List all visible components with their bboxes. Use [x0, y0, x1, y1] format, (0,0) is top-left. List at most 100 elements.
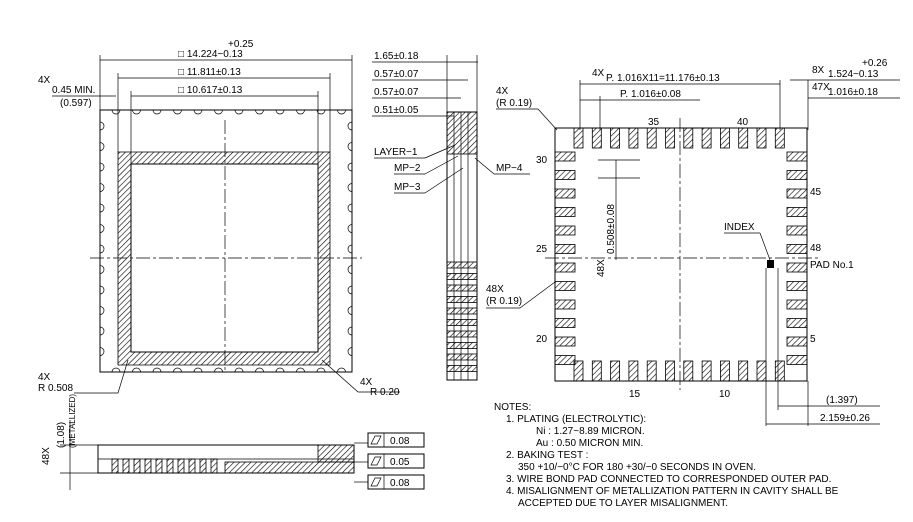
- bottom-pad: [786, 207, 808, 217]
- castellation: [347, 347, 353, 356]
- side-pad: [446, 261, 478, 269]
- castellation: [347, 203, 353, 213]
- castellation-min: 0.45 MIN.: [52, 85, 95, 96]
- bottom-pad: [646, 360, 657, 382]
- section-pad: [155, 458, 163, 474]
- castellation: [316, 109, 326, 115]
- svg-text:0.05: 0.05: [390, 457, 410, 468]
- side-pad: [446, 296, 478, 303]
- bottom-pad: [554, 225, 576, 236]
- bottom-pad: [786, 188, 808, 199]
- flatness-frame-a: 0.08: [367, 432, 425, 448]
- pin-15: 15: [629, 389, 641, 400]
- label-mp3: MP−3: [394, 182, 421, 193]
- bottom-pad: [701, 360, 712, 382]
- castellation: [99, 224, 105, 233]
- pitch-single: P. 1.016±0.08: [620, 89, 681, 100]
- castellation: [99, 244, 105, 254]
- bottom-pad: [786, 170, 808, 180]
- castellation: [173, 109, 182, 115]
- side-view: 1.65±0.18 0.57±0.07 0.57±0.07 0.51±0.05 …: [372, 51, 530, 381]
- side-pad: [446, 330, 478, 338]
- bottom-pad: [554, 207, 576, 217]
- notes-title: NOTES:: [494, 402, 531, 413]
- castellation: [275, 367, 285, 373]
- index-label: INDEX: [724, 222, 755, 233]
- castellation: [347, 285, 353, 295]
- top-view-castellations: [99, 109, 353, 373]
- bottom-pad: [554, 262, 576, 273]
- pin-45: 45: [810, 187, 822, 198]
- bottom-pad: [554, 318, 576, 328]
- flatness-frame-c: 0.08: [367, 474, 425, 490]
- castellation: [234, 367, 244, 373]
- castellation: [214, 367, 223, 373]
- dim-overall: □ 14.224−0.13: [178, 49, 243, 60]
- castellation: [337, 109, 346, 115]
- corner-r: (R 0.19): [496, 98, 532, 109]
- castellation: [99, 265, 105, 274]
- bottom-pad: [756, 127, 767, 149]
- pad-r: (R 0.19): [486, 296, 522, 307]
- bottom-pad: [683, 127, 694, 149]
- castellation: [152, 367, 162, 373]
- dim-layer-c: 0.51±0.05: [374, 105, 419, 116]
- castellation: [132, 109, 141, 115]
- section-metallized: (METALLIZED): [68, 394, 77, 448]
- dim-overall-tol: +0.25: [228, 39, 254, 50]
- pin-10: 10: [719, 389, 731, 400]
- castellation: [347, 326, 353, 336]
- bottom-pad: [628, 360, 639, 382]
- pin-30: 30: [536, 155, 548, 166]
- svg-text:0.08: 0.08: [390, 478, 410, 489]
- bottom-pad: [554, 244, 576, 254]
- pad-width: 1.524−0.13: [828, 69, 879, 80]
- pad-width-count: 8X: [812, 65, 825, 76]
- bottom-pad: [786, 355, 808, 365]
- side-view-pads: [446, 261, 478, 372]
- bottom-pad: [628, 127, 639, 149]
- side-pad: [446, 307, 478, 315]
- castellation: [99, 203, 105, 213]
- note-1b: Au : 0.50 MICRON MIN.: [536, 438, 643, 449]
- bottom-view-pads: [554, 127, 808, 382]
- castellation: [347, 244, 353, 254]
- castellation: [193, 367, 203, 373]
- castellation: [296, 367, 305, 373]
- bottom-pad: [738, 360, 749, 382]
- castellation: [99, 162, 105, 172]
- castellation: [99, 285, 105, 295]
- pad-pitch: 0.508±0.08: [606, 204, 617, 254]
- castellation: [234, 109, 244, 115]
- bottom-pad: [591, 360, 602, 382]
- castellation: [99, 142, 105, 151]
- bottom-pad: [720, 360, 730, 382]
- bottom-pad: [554, 188, 576, 199]
- castellation: [296, 109, 305, 115]
- pin-48: 48: [810, 243, 822, 254]
- section-pad: [122, 458, 130, 474]
- bottom-pad: [573, 360, 584, 382]
- castellation: [316, 367, 326, 373]
- bottom-pad: [646, 127, 657, 149]
- section-pad: [210, 458, 218, 474]
- bottom-pad: [756, 360, 767, 382]
- bottom-view: 4X P. 1.016X11=11.176±0.13 P. 1.016±0.08…: [486, 58, 900, 426]
- bottom-pad: [554, 151, 576, 162]
- bottom-pad: [554, 170, 576, 180]
- bottom-pad: [786, 225, 808, 236]
- bottom-pad: [591, 127, 602, 149]
- pad-width-tol: +0.26: [862, 58, 888, 69]
- corner-radius-left: R 0.508: [38, 383, 73, 394]
- castellation: [111, 109, 121, 115]
- note-2a: 350 +10/−0°C FOR 180 +30/−0 SECONDS IN O…: [518, 462, 756, 473]
- castellation: [111, 367, 121, 373]
- pad-no1: PAD No.1: [810, 260, 854, 271]
- dim-inner: □ 10.617±0.13: [178, 85, 243, 96]
- svg-text:0.08: 0.08: [390, 436, 410, 447]
- note-4: 4. MISALIGNMENT OF METALLIZATION PATTERN…: [506, 486, 839, 497]
- bottom-pad: [554, 299, 576, 310]
- top-view: +0.25 □ 14.224−0.13 □ 11.811±0.13 □ 10.6…: [38, 39, 400, 398]
- section-view: 48X (1.08) (METALLIZED) 0.08 0.05 0.08: [41, 394, 425, 490]
